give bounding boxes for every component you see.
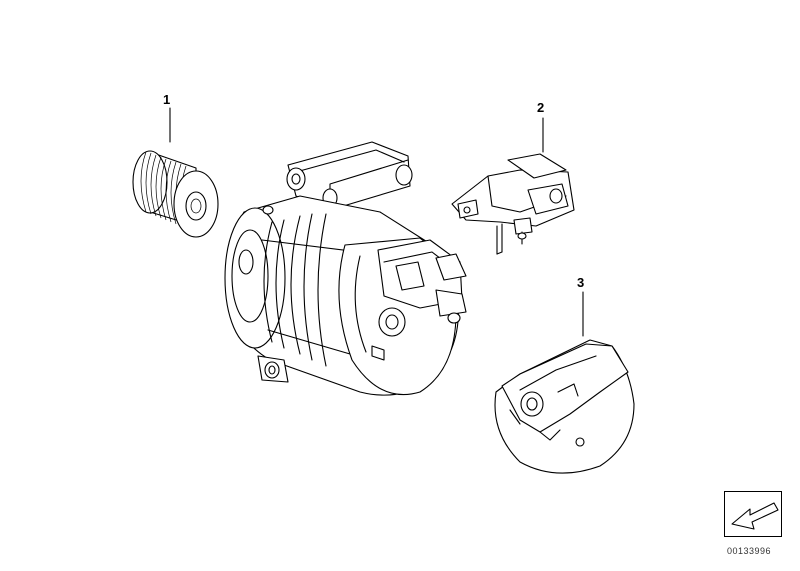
belt-pulley-icon bbox=[132, 107, 219, 238]
diagram-code: 00133996 bbox=[727, 546, 772, 556]
part-number-3: 3 bbox=[577, 275, 585, 290]
alternator-cover-icon bbox=[494, 291, 635, 474]
part-number-1: 1 bbox=[163, 92, 171, 107]
voltage-regulator-icon bbox=[451, 117, 575, 255]
alternator-icon bbox=[224, 141, 467, 396]
arrow-down-left-icon[interactable] bbox=[724, 491, 782, 537]
part-number-2: 2 bbox=[537, 100, 545, 115]
